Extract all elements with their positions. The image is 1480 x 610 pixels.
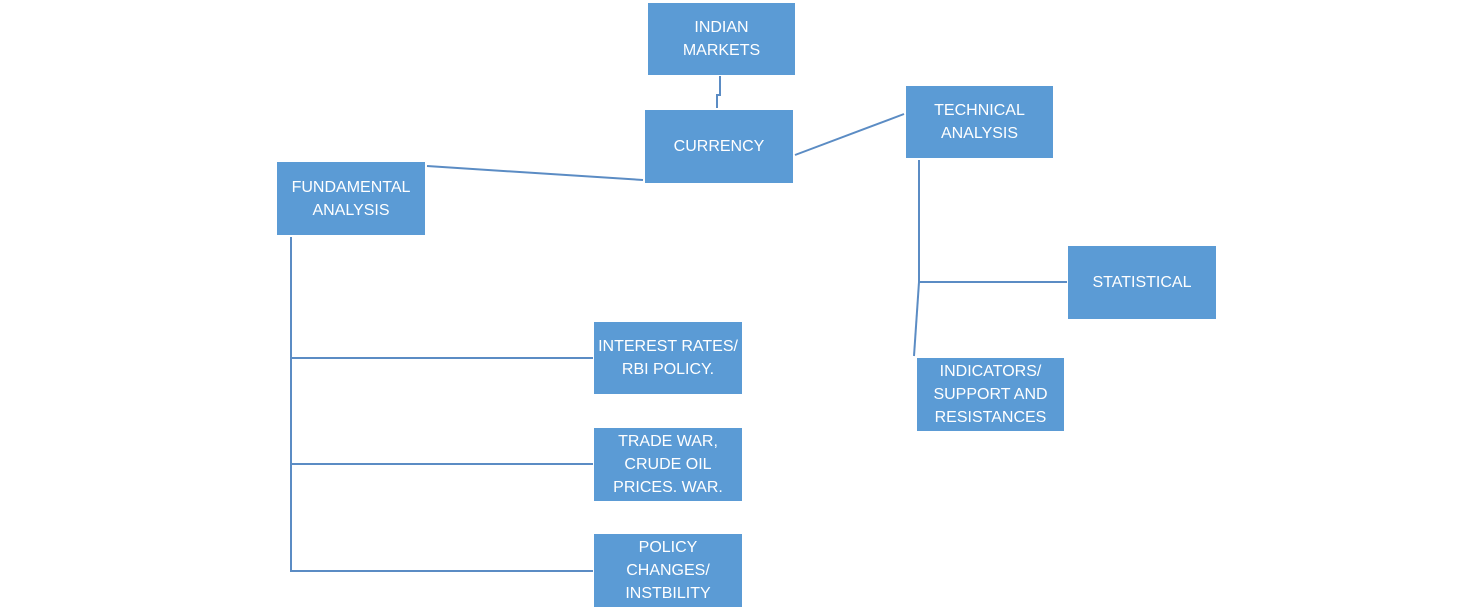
connector-fundamental-spine bbox=[290, 237, 593, 572]
node-currency: CURRENCY bbox=[645, 110, 793, 183]
node-policy-changes: POLICY CHANGES/ INSTBILITY bbox=[594, 534, 742, 607]
node-interest-rates: INTEREST RATES/ RBI POLICY. bbox=[594, 322, 742, 394]
node-trade-war: TRADE WAR, CRUDE OIL PRICES. WAR. bbox=[594, 428, 742, 501]
node-fundamental-analysis: FUNDAMENTAL ANALYSIS bbox=[277, 162, 425, 235]
node-indian-markets: INDIAN MARKETS bbox=[648, 3, 795, 75]
node-indicators: INDICATORS/ SUPPORT AND RESISTANCES bbox=[917, 358, 1064, 431]
node-statistical: STATISTICAL bbox=[1068, 246, 1216, 319]
connector-currency-technical bbox=[794, 113, 905, 156]
connector-currency-fundamental bbox=[426, 165, 644, 181]
connector-technical-statistical bbox=[918, 160, 1067, 283]
connector-markets-currency bbox=[716, 76, 721, 108]
connector-technical-indicators bbox=[913, 281, 920, 357]
node-technical-analysis: TECHNICAL ANALYSIS bbox=[906, 86, 1053, 158]
